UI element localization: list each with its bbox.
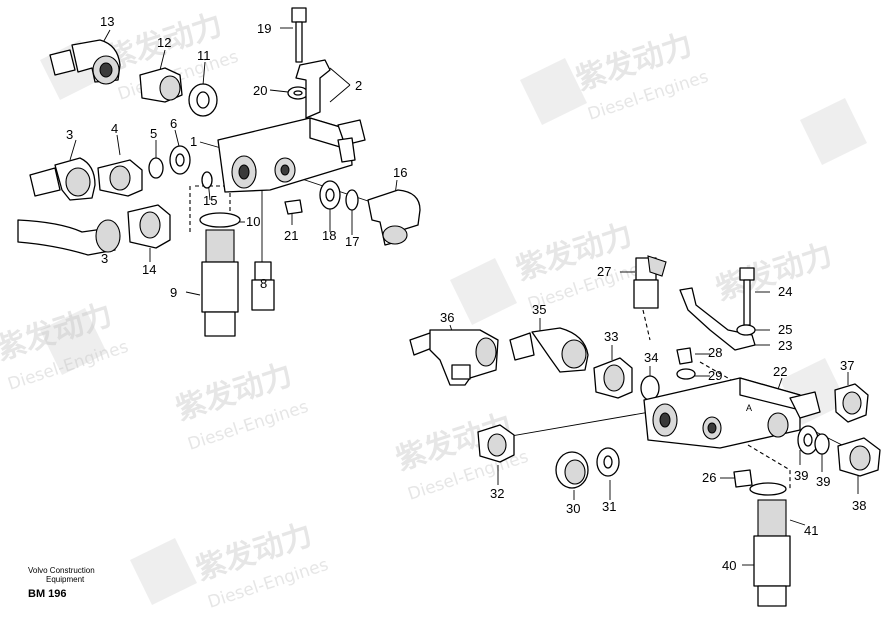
upper-valve-assembly: 13 12 11 19 20 2 3 4 5 6 1 15 10 3 14 9 …: [17, 7, 421, 337]
part-15-elbow: [367, 189, 421, 246]
callout-27: 28: [708, 345, 722, 360]
part-11-nipple: [139, 67, 183, 103]
part-6-washer: [169, 145, 191, 175]
callout-35: 36: [440, 310, 454, 325]
part-41-oring: [749, 482, 787, 496]
footer-credit: Volvo Construction Equipment BM 196: [28, 566, 168, 600]
callout-38: 39: [816, 474, 830, 489]
part-19-washer: [287, 86, 309, 100]
part-8-cartridge: [201, 229, 239, 337]
part-16-oring: [345, 189, 359, 211]
part-2-bracket: [295, 59, 331, 119]
part-34-elbow: [509, 327, 589, 373]
part-39-washer: [797, 425, 819, 455]
callout-7: 8: [260, 276, 267, 291]
callout-39: 39: [794, 468, 808, 483]
part-23-bolt: [739, 267, 755, 326]
callout-26: 27: [597, 264, 611, 279]
part-3-pipe-lower: [17, 219, 121, 256]
part-29-cap: [555, 451, 589, 489]
callout-40: 40: [722, 558, 736, 573]
callout-28: 29: [708, 368, 722, 383]
callout-6: 6: [170, 116, 177, 131]
callout-16: 17: [345, 234, 359, 249]
part-12-elbow: [49, 39, 121, 85]
callout-30: 31: [602, 499, 616, 514]
callout-15: 16: [393, 165, 407, 180]
callout-29: 30: [566, 501, 580, 516]
callout-11: 12: [157, 35, 171, 50]
diagram-reference: BM 196: [28, 588, 67, 600]
part-3-elbow-upper: [29, 157, 96, 201]
part-30-washer: [596, 447, 620, 477]
callout-3: 3: [66, 127, 73, 142]
leader-lines-upper: [69, 27, 398, 296]
part-10-washer: [188, 83, 218, 117]
callout-24: 25: [778, 322, 792, 337]
part-7-plug: [251, 261, 275, 311]
part-17-washer: [319, 180, 341, 210]
part-24-washer: [736, 324, 756, 336]
footer-line1: Volvo Construction: [28, 566, 95, 575]
callout-3b: 3: [101, 251, 108, 266]
callouts-upper: 13 12 11 19 20 2 3 4 5 6 1 15 10 3 14 9 …: [66, 14, 407, 300]
callout-23: 24: [778, 284, 792, 299]
callout-20: 21: [284, 228, 298, 243]
callout-31: 32: [490, 486, 504, 501]
part-1-valve-body: [217, 117, 366, 193]
callout-19: 20: [253, 83, 267, 98]
part-13-nipple: [127, 204, 171, 249]
part-35-tee: [409, 329, 499, 386]
part-20-plug: [284, 199, 303, 215]
part-31-plug: [477, 424, 515, 463]
callout-12: 13: [100, 14, 114, 29]
part-32-nipple: [593, 357, 633, 399]
part-40-cartridge: [753, 499, 791, 607]
part-14-oring: [201, 171, 213, 189]
label-a: A: [746, 403, 752, 413]
part-9-oring: [199, 212, 241, 228]
callout-33: 34: [644, 350, 658, 365]
part-5-oring: [148, 157, 164, 179]
callout-8: 9: [170, 285, 177, 300]
callout-10: 11: [197, 48, 211, 63]
lower-valve-assembly: 27 24 25 23 36 35 33 34 28 29 22 37 A 32…: [409, 255, 881, 607]
part-37-nipple: [837, 437, 881, 477]
part-33-oring: [640, 375, 660, 401]
callout-14: 15: [203, 193, 217, 208]
callout-34: 35: [532, 302, 546, 317]
callout-36: 37: [840, 358, 854, 373]
callout-25: 26: [702, 470, 716, 485]
callout-13: 14: [142, 262, 156, 277]
part-28-oring: [676, 368, 696, 380]
callout-22: 23: [778, 338, 792, 353]
callout-17: 18: [322, 228, 336, 243]
part-21-valve-body: [643, 377, 821, 449]
callout-5: 5: [150, 126, 157, 141]
callout-4: 4: [111, 121, 118, 136]
part-26-valve: [633, 255, 667, 309]
callout-9: 10: [246, 214, 260, 229]
part-22-bracket: [679, 287, 756, 351]
footer-line2: Equipment: [46, 575, 85, 584]
callouts-lower: 27 24 25 23 36 35 33 34 28 29 22 37 A 32…: [440, 264, 866, 573]
callout-2: 2: [355, 78, 362, 93]
callout-37: 38: [852, 498, 866, 513]
callout-32: 33: [604, 329, 618, 344]
part-25-plug: [733, 469, 753, 488]
watermark-cn: 紫发动力: [712, 237, 837, 307]
part-36-nut: [834, 383, 869, 423]
part-38-oring: [814, 433, 830, 455]
callout-18: 19: [257, 21, 271, 36]
part-18-bolt: [291, 7, 307, 63]
callout-1: 1: [190, 134, 197, 149]
part-4-nipple: [97, 159, 143, 197]
callout-21: 22: [773, 364, 787, 379]
watermark-layer: 紫发动力 Diesel-Engines 紫发动力 Diesel-Engines …: [0, 7, 867, 613]
callout-41: 41: [804, 523, 818, 538]
part-27-plug: [676, 347, 693, 365]
